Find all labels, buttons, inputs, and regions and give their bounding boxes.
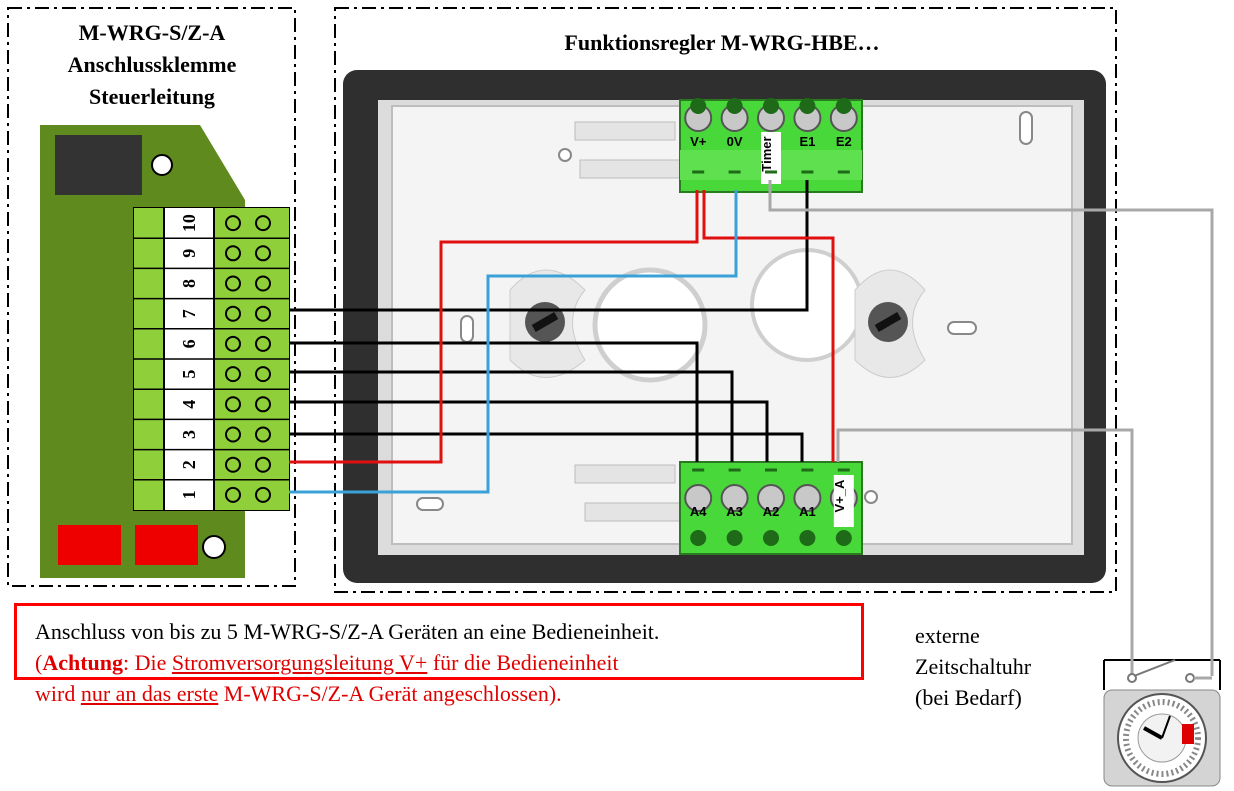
- wire-2-vplus: [289, 190, 699, 464]
- left-frame: [7, 7, 296, 587]
- strip-label-a1: A1: [799, 504, 816, 519]
- note-underlined-first: nur an das erste: [80, 681, 219, 706]
- strip-label-a4: A4: [690, 504, 707, 519]
- pcb-hole-top: [151, 154, 173, 176]
- wire-4-a2: [289, 400, 769, 462]
- terminal-screw-icon: [225, 335, 241, 352]
- terminal-screw-icon: [255, 305, 271, 322]
- note-text: wird: [35, 681, 81, 706]
- terminal-screw-icon: [225, 456, 241, 473]
- note-box: Anschluss von bis zu 5 M-WRG-S/Z-A Gerät…: [14, 603, 864, 706]
- wire-3-a1: [289, 432, 804, 462]
- external-timer-label: externe Zeitschaltuhr (bei Bedarf): [915, 620, 1095, 713]
- terminal-screw-icon: [255, 335, 271, 352]
- terminal-screw-icon: [225, 366, 241, 383]
- strip-label-0v: 0V: [727, 134, 743, 149]
- note-line-3: wird nur an das erste M-WRG-S/Z-A Gerät …: [35, 678, 861, 709]
- terminal-number-9: 9: [179, 249, 199, 258]
- note-underlined-supply: Stromversorgungsleitung V+: [171, 650, 428, 675]
- strip-contact-icon: [835, 530, 852, 546]
- bottom-terminal-strip: A4 A3 A2 A1 V+_A: [679, 461, 863, 555]
- note-line-1: Anschluss von bis zu 5 M-WRG-S/Z-A Gerät…: [35, 619, 660, 644]
- ext-line-2: Zeitschaltuhr: [915, 654, 1032, 679]
- terminal-screw-icon: [255, 245, 271, 262]
- strip-contact-icon: [690, 98, 707, 114]
- terminal-screw-icon: [225, 275, 241, 292]
- wire-7-e1: [289, 180, 809, 312]
- strip-contact-icon: [763, 530, 779, 546]
- terminal-number-5: 5: [179, 370, 199, 379]
- terminal-screw-icon: [255, 215, 271, 232]
- timer-clock-icon: [1103, 689, 1221, 787]
- wire-timer: [768, 180, 1214, 656]
- note-text: M-WRG-S/Z-A Gerät angeschlossen).: [218, 681, 562, 706]
- terminal-number-8: 8: [179, 279, 199, 288]
- strip-screw-icon: [684, 484, 713, 512]
- wire-1-0v: [289, 190, 738, 494]
- wire-timer-return: [836, 428, 1134, 656]
- strip-label-e1: E1: [799, 134, 815, 149]
- strip-screw-icon: [757, 484, 785, 512]
- strip-label-timer: Timer: [759, 136, 774, 171]
- wire-5-a3: [289, 370, 734, 462]
- note-paren: (: [35, 650, 43, 675]
- left-title-line-1: M-WRG-S/Z-A: [79, 20, 226, 45]
- terminal-screw-icon: [255, 366, 271, 383]
- top-terminal-strip: V+ 0V Timer E1 E2: [679, 98, 863, 193]
- terminal-number-7: 7: [179, 309, 199, 318]
- strip-contact-icon: [690, 530, 707, 546]
- terminal-number-1: 1: [179, 490, 199, 499]
- terminal-number-6: 6: [179, 339, 199, 348]
- pcb-hole-bottom: [202, 535, 226, 559]
- strip-contact-icon: [726, 98, 743, 114]
- strip-contact-icon: [835, 98, 852, 114]
- terminal-screw-icon: [225, 396, 241, 413]
- left-title-line-2: Anschlussklemme: [68, 52, 237, 77]
- strip-label-v-: V+: [690, 134, 707, 149]
- left-title-line-3: Steuerleitung: [89, 84, 215, 109]
- wire-vplus-a: [702, 190, 835, 462]
- strip-screw-icon: [793, 484, 822, 512]
- terminal-screw-icon: [225, 305, 241, 322]
- pcb-red-pad-1: [58, 525, 121, 565]
- terminal-screw-icon: [255, 275, 271, 292]
- terminal-number-4: 4: [179, 400, 199, 409]
- wire-6-a4: [289, 341, 699, 462]
- terminal-screw-icon: [255, 486, 271, 503]
- strip-contact-icon: [726, 530, 743, 546]
- ext-line-1: externe: [915, 623, 980, 648]
- strip-screw-icon: [720, 484, 749, 512]
- terminal-number-10: 10: [179, 214, 199, 232]
- strip-label-a3: A3: [726, 504, 743, 519]
- ext-line-3: (bei Bedarf): [915, 685, 1022, 710]
- right-frame: [334, 7, 1117, 593]
- terminal-screw-icon: [255, 456, 271, 473]
- terminal-screw-icon: [255, 396, 271, 413]
- terminal-screw-icon: [225, 486, 241, 503]
- terminal-block: 10 9 8 7 6 5 4 3 2 1: [133, 207, 290, 511]
- strip-contact-icon: [799, 98, 816, 114]
- strip-contact-icon: [763, 98, 779, 114]
- strip-contact-icon: [799, 530, 816, 546]
- terminal-screw-icon: [225, 426, 241, 443]
- terminal-screw-icon: [225, 215, 241, 232]
- terminal-number-2: 2: [179, 460, 199, 469]
- note-line-2: (Achtung: Die Stromversorgungsleitung V+…: [35, 647, 861, 678]
- pcb-red-pad-2: [135, 525, 198, 565]
- controller-title: Funktionsregler M-WRG-HBE…: [564, 30, 879, 55]
- timer-switch: [1103, 656, 1221, 690]
- terminal-number-3: 3: [179, 430, 199, 439]
- terminal-screw-icon: [255, 426, 271, 443]
- note-text: : Die: [123, 650, 172, 675]
- wires: [289, 180, 1214, 656]
- strip-label-a2: A2: [763, 504, 780, 519]
- terminal-screw-icon: [225, 245, 241, 262]
- strip-label-e2: E2: [836, 134, 852, 149]
- pcb-component: [55, 135, 142, 195]
- note-warning-label: Achtung: [42, 650, 124, 675]
- strip-label-v-a: V+_A: [832, 479, 847, 512]
- note-text: für die Bedieneinheit: [427, 650, 619, 675]
